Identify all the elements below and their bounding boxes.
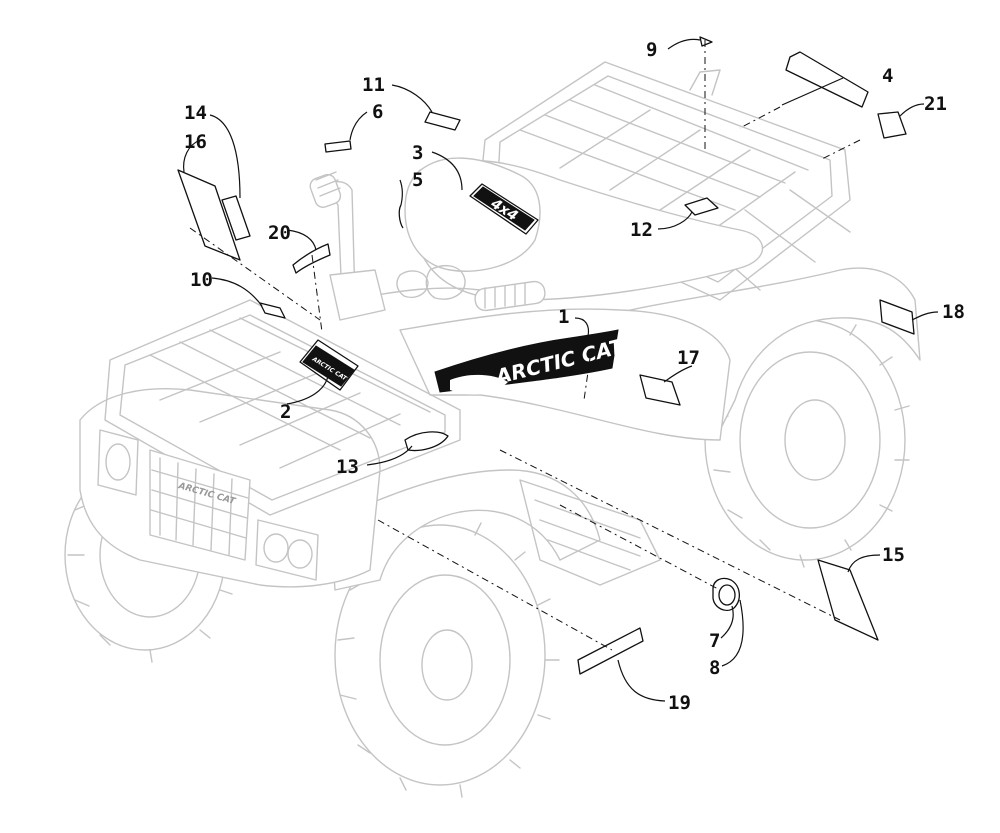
callout-17: 17 xyxy=(677,347,700,369)
decal-21 xyxy=(877,111,907,139)
callout-18: 18 xyxy=(942,301,965,323)
decal-11 xyxy=(424,111,461,131)
callout-14: 14 xyxy=(184,102,207,124)
callout-13: 13 xyxy=(336,456,359,478)
callout-10: 10 xyxy=(190,269,213,291)
callout-19: 19 xyxy=(668,692,691,714)
front-cargo-rack xyxy=(104,299,461,516)
decal-10 xyxy=(259,302,286,319)
callout-6: 6 xyxy=(372,101,383,123)
callout-8: 8 xyxy=(709,657,720,679)
callout-11: 11 xyxy=(362,74,385,96)
decal-6 xyxy=(324,140,352,153)
decal-18 xyxy=(879,299,915,335)
front-fender xyxy=(329,469,601,591)
fuel-tank xyxy=(404,157,541,272)
decal-13 xyxy=(404,431,449,452)
decal-19 xyxy=(577,627,644,675)
side-decal-1: ARCTIC CAT xyxy=(434,329,627,395)
handlebars xyxy=(309,171,546,321)
leader-lines xyxy=(183,38,939,702)
callout-12: 12 xyxy=(630,219,653,241)
footwell xyxy=(519,479,661,586)
front-grille: ARCTIC CAT xyxy=(149,449,251,561)
callout-2: 2 xyxy=(280,401,291,423)
atv-illustration: ARCTIC CAT xyxy=(64,61,921,798)
callout-7: 7 xyxy=(709,630,720,652)
decal-15 xyxy=(817,559,879,641)
decal-17 xyxy=(639,374,681,406)
hood-badge-2: ARCTIC CAT xyxy=(299,339,359,391)
decal-5 xyxy=(398,204,404,229)
decal-4 xyxy=(785,51,869,108)
callout-16: 16 xyxy=(184,131,207,153)
callout-4: 4 xyxy=(882,65,893,87)
decal-20 xyxy=(292,243,331,274)
decal-16 xyxy=(177,169,241,261)
callout-21: 21 xyxy=(924,93,947,115)
decal-12 xyxy=(684,197,719,216)
decal-14 xyxy=(221,195,251,241)
callout-3: 3 xyxy=(412,142,423,164)
callout-1: 1 xyxy=(558,306,569,328)
headlights xyxy=(97,429,319,581)
callout-20: 20 xyxy=(268,222,291,244)
callout-15: 15 xyxy=(882,544,905,566)
decal-8 xyxy=(718,584,736,606)
callout-5: 5 xyxy=(412,169,423,191)
callout-9: 9 xyxy=(646,39,657,61)
decal-9 xyxy=(699,36,713,47)
front-right-wheel xyxy=(334,522,560,798)
callout-labels: 1 2 3 4 5 6 7 8 9 10 11 12 13 14 15 16 1… xyxy=(184,39,965,714)
